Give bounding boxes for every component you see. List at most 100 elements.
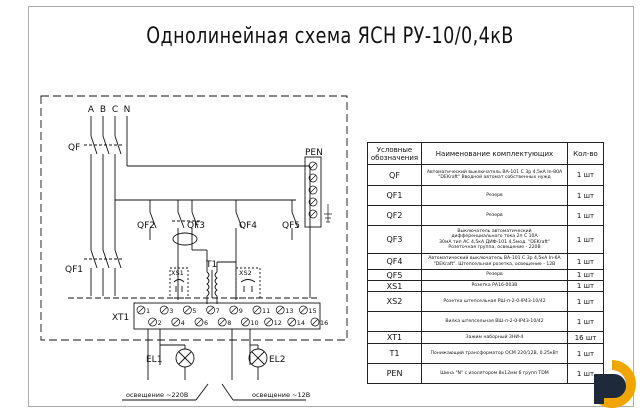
table-row: QF4 Автоматический выключатель ВА-101 С … (367, 253, 604, 270)
sheet-border (28, 6, 634, 407)
row-name: Резерв (421, 205, 568, 226)
terminal-screw (287, 317, 297, 327)
row-name: Автоматический выключатель ВА-101 С 3р 4… (421, 253, 568, 270)
row-name: Резерв (421, 185, 568, 206)
terminal-number: 1 (146, 307, 150, 315)
phase-c-label: C (112, 105, 118, 115)
row-qty: 1 шт (567, 225, 604, 254)
terminal-number: 11 (262, 307, 270, 315)
el2-label: EL2 (269, 355, 285, 365)
caption-12v: освещение ~12В (252, 391, 310, 399)
terminal-number: 10 (250, 319, 258, 327)
terminal-number: 2 (158, 319, 162, 327)
row-qty: 1 шт (567, 311, 604, 332)
terminal-screw-slot (242, 318, 249, 326)
neutral-label: N (124, 105, 131, 115)
row-code: QF1 (367, 185, 422, 206)
phase-a-label: A (88, 105, 95, 115)
row-qty: 1 шт (567, 291, 604, 312)
terminal-screw-slot (253, 306, 261, 314)
table-row: QF2 Резерв 1 шт (367, 205, 604, 226)
row-name: Розетка РА16-003В (421, 280, 568, 292)
terminal-number: 5 (192, 307, 196, 315)
xs1-label: XS1 (171, 269, 184, 277)
row-qty: 1 шт (567, 185, 604, 206)
t1-label: T1 (205, 260, 217, 270)
terminal-number: 16 (320, 319, 328, 327)
terminal-screw-slot (265, 318, 272, 326)
qf3-label: QF3 (187, 221, 205, 231)
terminal-screw (159, 305, 169, 315)
terminal-number: 4 (181, 319, 185, 327)
cabinet-enclosure (40, 95, 348, 341)
terminal-screw-slot (219, 318, 226, 326)
table-row: QF5 Резерв 1 шт (367, 269, 604, 281)
table-row: XT1 Зажим наборный ЗНИ-4 16 шт (367, 331, 604, 344)
terminal-screw-slot (311, 318, 319, 326)
header-name: Наименование комплектующих (421, 142, 568, 165)
terminal-screw-slot (184, 306, 191, 314)
terminal-screw (183, 305, 192, 315)
terminal-number: 9 (239, 307, 243, 315)
row-code: XS2 (367, 291, 422, 312)
page-title: Однолинейная схема ЯСН РУ-10/0,4кВ (146, 24, 514, 49)
qf-label: QF (68, 143, 80, 153)
row-name: Автоматический выключатель ВА-101 С 3р 4… (421, 164, 568, 186)
terminal-screw-slot (195, 318, 203, 326)
table-row: XS2 Розетка штепсельная РШ-п-2-0-IP43-10… (367, 291, 604, 312)
pen-label: PEN (305, 148, 323, 158)
row-code: PEN (367, 363, 422, 384)
terminal-screw (299, 305, 308, 315)
terminal-screw-slot (300, 306, 307, 314)
caption-220v: освещение ~220В (126, 391, 188, 399)
row-name: Зажим наборный ЗНИ-4 (421, 331, 568, 344)
row-code: T1 (367, 343, 422, 364)
terminal-number: 12 (274, 319, 282, 327)
terminal-number: 6 (204, 319, 208, 327)
terminal-screw-slot (172, 318, 179, 326)
terminal-screw (148, 317, 157, 327)
table-row: XS1 Розетка РА16-003В 1 шт (367, 280, 604, 292)
terminal-screw-slot (137, 306, 145, 314)
row-code: QF5 (367, 269, 422, 281)
components-table: Условные обозначения Наименование компле… (367, 142, 604, 384)
row-name: Выключатель автоматический дифференциаль… (421, 225, 568, 254)
row-code: XT1 (367, 331, 422, 344)
row-name: Розетка штепсельная РШ-п-2-0-IP43-10/42 (421, 291, 568, 312)
phase-b-label: B (100, 105, 106, 115)
table-row: QF3 Выключатель автоматический дифференц… (367, 225, 604, 254)
terminal-screw (217, 317, 227, 327)
terminal-screw-slot (288, 318, 295, 326)
table-row: PEN Шина "N" с изолятором 8х12мм 6 групп… (367, 363, 604, 384)
table-row: Вилка штепсельная ВШ-п-2-0-IP43-10/42 1 … (367, 311, 604, 332)
terminal-screw (264, 317, 273, 327)
terminal-screw-slot (207, 306, 214, 314)
terminal-screw-slot (277, 306, 284, 314)
header-code: Условные обозначения (367, 142, 422, 165)
terminal-number: 7 (216, 307, 220, 315)
row-name: Вилка штепсельная ВШ-п-2-0-IP43-10/42 (421, 311, 568, 332)
terminal-screw (275, 305, 285, 315)
table-header-row: Условные обозначения Наименование компле… (367, 142, 604, 165)
terminal-number: 14 (297, 319, 305, 327)
xs2-label: XS2 (239, 269, 252, 277)
header-qty: Кол-во (567, 142, 604, 165)
brand-logo (594, 360, 636, 408)
row-code (367, 311, 422, 332)
row-name: Понижающий трансформатор ОСМ 220/12В, 0.… (421, 343, 568, 364)
terminal-screw-slot (161, 306, 168, 314)
terminal-number: 8 (227, 319, 231, 327)
table-row: T1 Понижающий трансформатор ОСМ 220/12В,… (367, 343, 604, 364)
table-row: QF Автоматический выключатель ВА-101 С 3… (367, 164, 604, 186)
row-qty: 1 шт (567, 253, 604, 270)
terminal-screw (310, 317, 320, 327)
row-qty: 16 шт (567, 331, 604, 344)
row-qty: 1 шт (567, 269, 604, 281)
qf4-label: QF4 (239, 221, 257, 231)
xt1-label: XT1 (112, 313, 129, 323)
row-name: Резерв (421, 269, 568, 281)
table-row: QF1 Резерв 1 шт (367, 185, 604, 206)
row-code: QF3 (367, 225, 422, 254)
terminal-number: 15 (308, 307, 316, 315)
